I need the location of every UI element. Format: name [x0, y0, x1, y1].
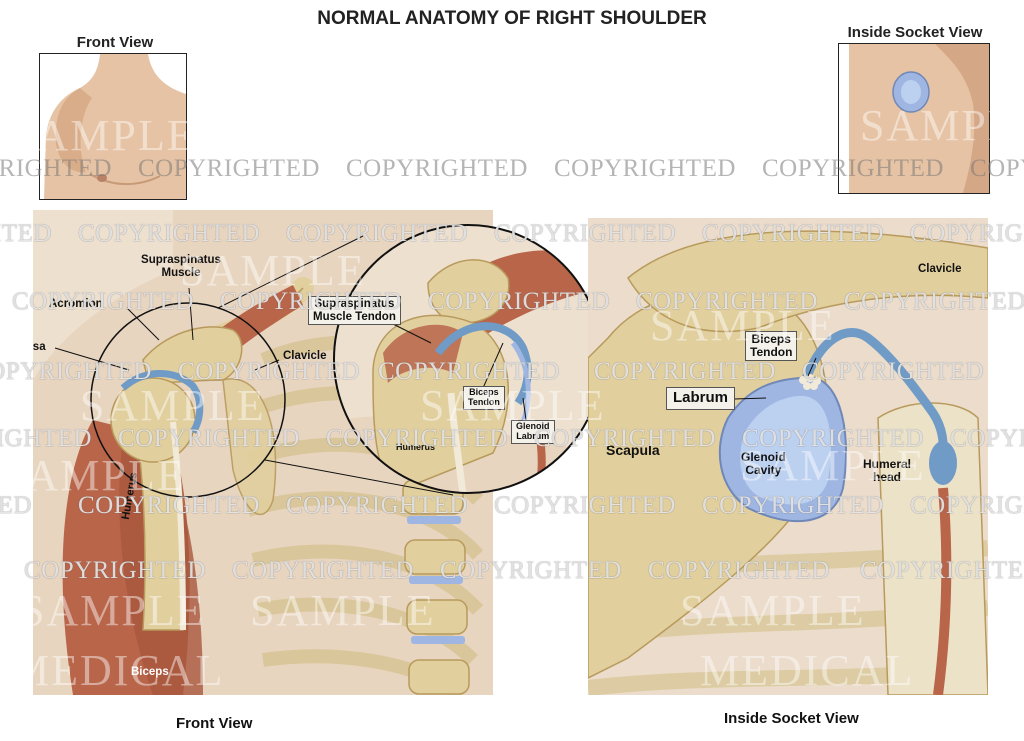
label-socket-clavicle: Clavicle: [918, 263, 962, 275]
inside-thumbnail: [838, 43, 990, 194]
zoom-detail-illustration: [333, 224, 603, 494]
label-scapula: Scapula: [606, 442, 660, 458]
label-bursa: Bursa: [33, 341, 46, 353]
label-clavicle: Clavicle: [283, 350, 327, 362]
torso-back-illustration: [839, 44, 989, 193]
page-title: NORMAL ANATOMY OF RIGHT SHOULDER: [317, 8, 707, 29]
front-view-caption: Front View: [176, 715, 253, 732]
inside-socket-illustration: [588, 218, 988, 695]
front-thumbnail: [39, 53, 187, 200]
label-glenoid-labrum: Glenoid Labrum: [511, 420, 555, 444]
label-labrum: Labrum: [666, 387, 736, 410]
front-thumb-label: Front View: [76, 34, 154, 51]
label-humeral-head: Humeral head: [863, 457, 912, 485]
label-supraspinatus-muscle: Supraspinatus Muscle: [141, 254, 221, 279]
torso-front-illustration: [40, 54, 186, 199]
watermark-copyrighted: COPYRIGHTED: [346, 155, 528, 182]
label-zoom-humerus: Humerus: [396, 442, 436, 452]
label-glenoid-cavity: Glenoid Cavity: [741, 450, 786, 478]
inside-thumb-label: Inside Socket View: [847, 24, 983, 41]
zoom-circle: Supraspinatus Muscle Tendon Biceps Tendo…: [308, 223, 603, 495]
label-zoom-biceps-tendon: Biceps Tendon: [463, 386, 505, 410]
label-biceps: Biceps: [131, 666, 169, 678]
inside-view-caption: Inside Socket View: [724, 710, 859, 727]
label-supraspinatus-tendon: Supraspinatus Muscle Tendon: [308, 296, 401, 326]
watermark-copyrighted: COPYRIGHTED: [0, 492, 32, 519]
inside-socket-panel: Clavicle Biceps Tendon Labrum Scapula Gl…: [588, 218, 988, 695]
watermark-copyrighted: COPYRIGHTED: [554, 155, 736, 182]
label-socket-biceps-tendon: Biceps Tendon: [745, 331, 798, 362]
label-acromion: Acromion: [49, 298, 103, 310]
